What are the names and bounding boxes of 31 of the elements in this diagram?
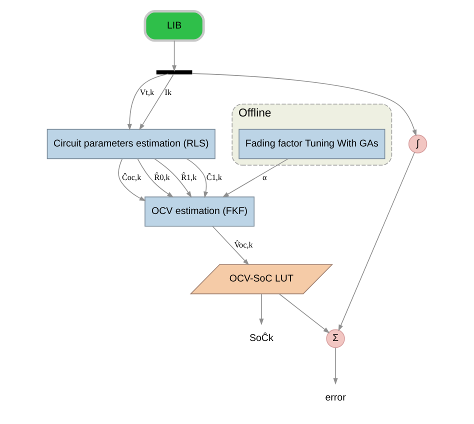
edge-label: Vt,k — [140, 88, 154, 98]
node-text: error — [325, 392, 346, 404]
edge-label: α — [262, 172, 267, 182]
node-box: Circuit parameters estimation (RLS) — [46, 128, 216, 160]
edge-label: R̂1,k — [181, 172, 197, 182]
arrow — [139, 74, 174, 130]
arrow — [278, 294, 330, 334]
arrow — [333, 347, 338, 385]
node-circle: Σ — [326, 329, 345, 348]
edge-label: Ĉoc,k — [122, 172, 142, 182]
node-box: Fading factor Tuning With GAs — [238, 128, 386, 160]
arrow — [186, 158, 208, 198]
node-box: LIB — [144, 10, 205, 42]
node-bar — [156, 70, 192, 74]
edge-label: Ĉ1,k — [206, 172, 222, 182]
node-box: OCV estimation (FKF) — [144, 196, 254, 227]
node-text: SoĈk — [249, 333, 274, 344]
arrow — [222, 158, 288, 198]
arrow — [118, 158, 146, 202]
node-circle: ∫ — [408, 134, 428, 154]
arrow — [137, 158, 174, 198]
arrow — [212, 226, 250, 266]
edge-label: V̂oc,k — [234, 240, 253, 250]
arrow — [192, 73, 417, 136]
edge-label: R̂0,k — [154, 172, 170, 182]
arrow — [259, 294, 264, 326]
arrow — [172, 40, 177, 72]
arrow — [127, 74, 169, 130]
arrow — [338, 152, 415, 332]
edge-label: Ik — [164, 88, 172, 98]
arrow — [154, 158, 192, 198]
